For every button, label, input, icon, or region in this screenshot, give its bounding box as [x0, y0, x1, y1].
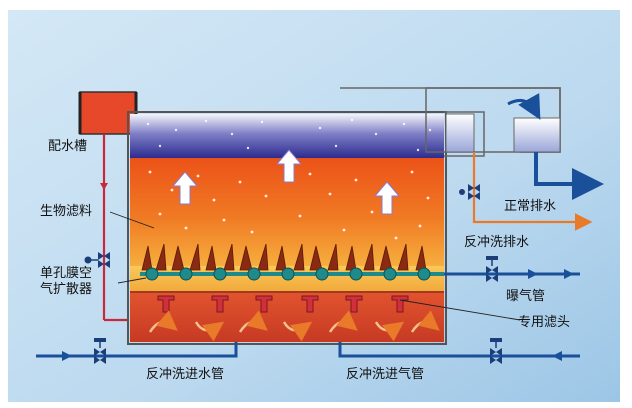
label-aerator-1: 单孔膜空	[40, 266, 92, 281]
label-aerator-2: 气扩散器	[40, 281, 92, 297]
label-distribution-tank: 配水槽	[48, 139, 87, 154]
label-bio-media: 生物滤料	[40, 204, 92, 219]
label-backwash-drain: 反冲洗排水	[464, 235, 529, 250]
label-special-nozzle: 专用滤头	[518, 315, 570, 330]
label-backwash-air-pipe: 反冲洗进气管	[346, 366, 424, 382]
water-layer	[130, 114, 444, 158]
label-aeration-pipe: 曝气管	[506, 288, 545, 304]
label-normal-drain: 正常排水	[504, 199, 556, 214]
label-backwash-water-pipe: 反冲洗进水管	[146, 367, 224, 382]
aeration-beads	[146, 268, 430, 280]
